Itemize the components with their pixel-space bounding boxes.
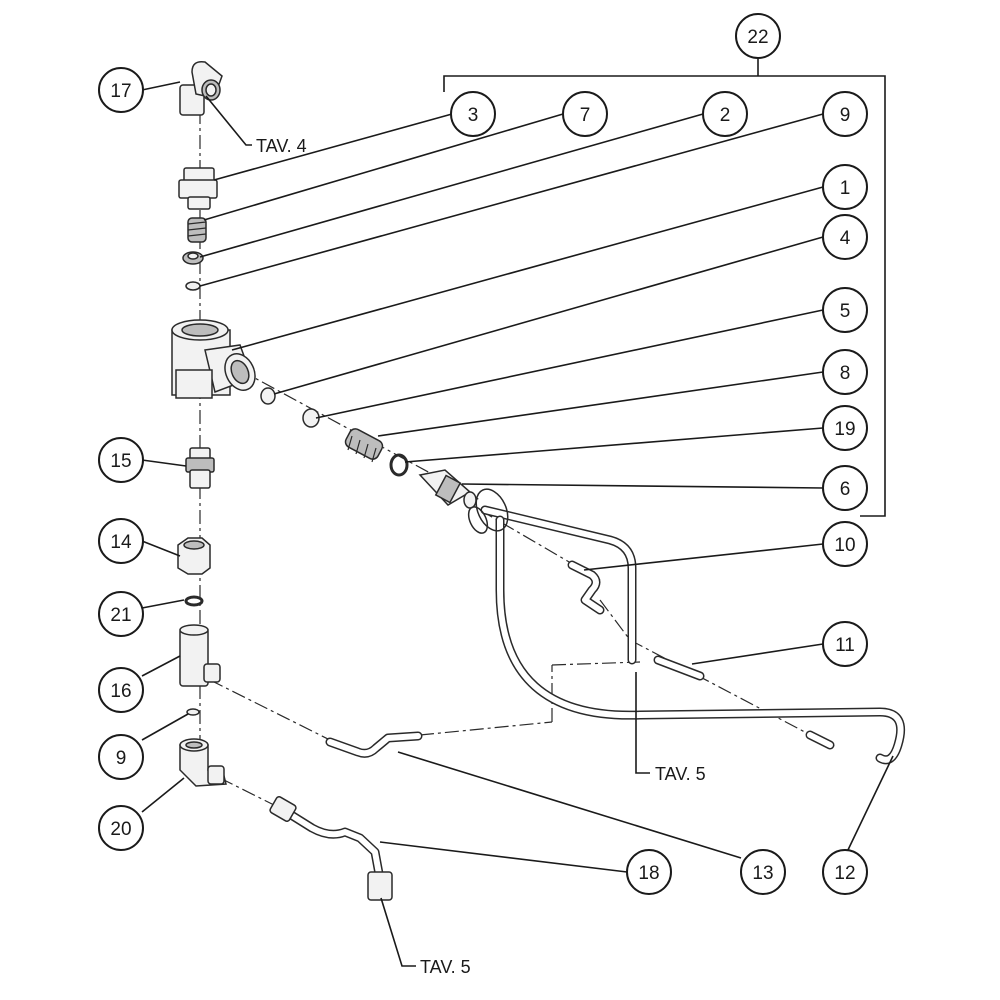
part-17-elbow (179, 60, 223, 116)
reference-tav5-bottom: TAV. 5 (420, 957, 471, 977)
callout-9-top: 9 (822, 91, 868, 137)
svg-text:10: 10 (834, 535, 855, 556)
callout-12: 12 (822, 849, 868, 895)
part-9-washer-bottom (186, 708, 200, 716)
svg-text:20: 20 (110, 819, 131, 840)
callout-1: 1 (822, 164, 868, 210)
callout-20: 20 (98, 805, 144, 851)
svg-text:6: 6 (840, 479, 851, 500)
svg-text:17: 17 (110, 81, 131, 102)
callout-10: 10 (822, 521, 868, 567)
callout-14: 14 (98, 518, 144, 564)
svg-text:9: 9 (116, 748, 127, 769)
svg-text:9: 9 (840, 105, 851, 126)
callout-15: 15 (98, 437, 144, 483)
callout-8: 8 (822, 349, 868, 395)
part-19-oring (389, 453, 409, 477)
center-lines (199, 110, 821, 809)
svg-text:7: 7 (580, 105, 591, 126)
reference-tav5-mid: TAV. 5 (655, 764, 706, 784)
callout-11: 11 (822, 621, 868, 667)
part-3-fitting (178, 167, 218, 210)
pipes (269, 488, 906, 901)
part-4-seat (260, 387, 276, 405)
svg-text:14: 14 (110, 532, 132, 553)
part-8-spring (344, 428, 384, 463)
callout-3: 3 (450, 91, 496, 137)
svg-text:11: 11 (835, 635, 855, 656)
svg-text:16: 16 (110, 681, 131, 702)
part-6-fitting (418, 469, 477, 509)
callout-9-bottom: 9 (98, 734, 144, 780)
callout-16: 16 (98, 667, 144, 713)
callout-19: 19 (822, 405, 868, 451)
svg-text:1: 1 (840, 178, 851, 199)
callout-22: 22 (735, 13, 781, 59)
leader-lines (141, 81, 894, 967)
part-21-washer (184, 595, 204, 607)
part-9-washer-top (185, 281, 201, 291)
callout-18: 18 (626, 849, 672, 895)
part-2-valve (182, 251, 204, 265)
callout-17: 17 (98, 67, 144, 113)
reference-tav4: TAV. 4 (256, 136, 307, 156)
callout-2: 2 (702, 91, 748, 137)
svg-text:4: 4 (840, 228, 851, 249)
part-1-body (171, 319, 256, 399)
svg-text:8: 8 (840, 363, 851, 384)
svg-text:3: 3 (468, 105, 479, 126)
callout-13: 13 (740, 849, 786, 895)
svg-text:19: 19 (834, 419, 855, 440)
part-7-spring (187, 217, 207, 243)
callout-6: 6 (822, 465, 868, 511)
svg-text:18: 18 (638, 863, 659, 884)
callout-7: 7 (562, 91, 608, 137)
part-15-nipple (185, 447, 215, 489)
svg-text:2: 2 (720, 105, 731, 126)
svg-text:21: 21 (110, 605, 131, 626)
svg-text:12: 12 (834, 863, 855, 884)
callout-5: 5 (822, 287, 868, 333)
callout-21: 21 (98, 591, 144, 637)
svg-text:15: 15 (110, 451, 131, 472)
callout-4: 4 (822, 214, 868, 260)
svg-text:22: 22 (747, 27, 768, 48)
part-20-elbow (179, 738, 227, 787)
parts (171, 60, 477, 787)
svg-text:13: 13 (752, 863, 773, 884)
bracket-22 (443, 56, 886, 517)
part-16-tee (179, 624, 221, 687)
svg-text:5: 5 (840, 301, 851, 322)
part-14-nut (177, 537, 211, 575)
